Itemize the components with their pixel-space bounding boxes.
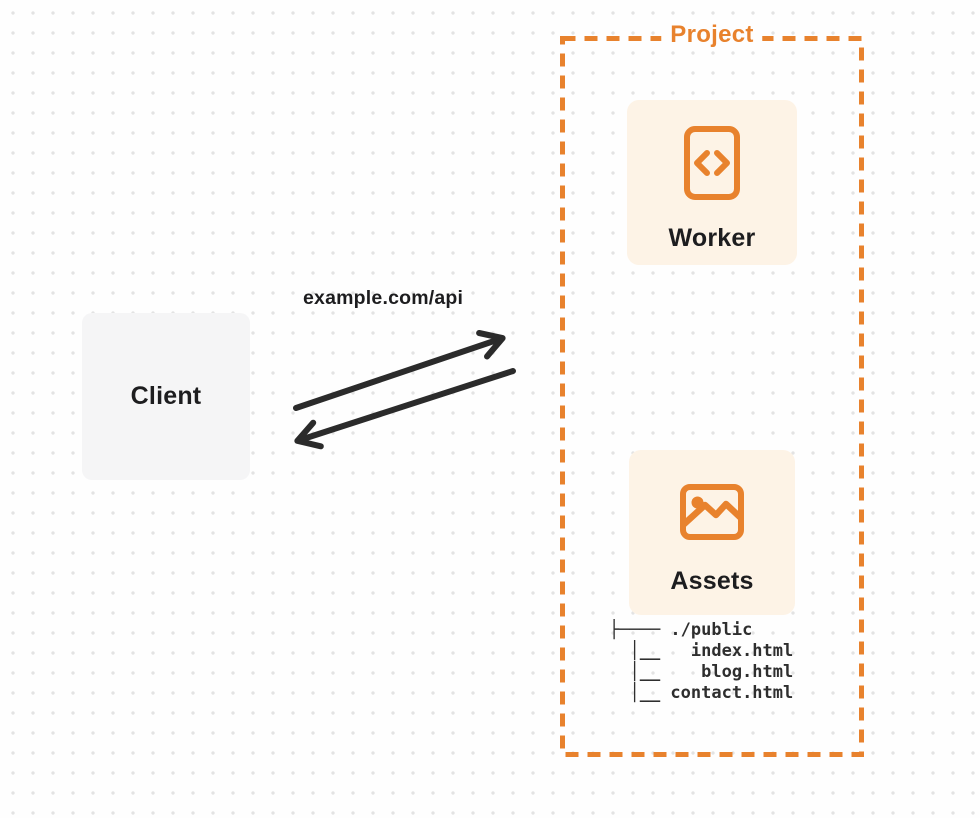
tree-branch-glyph: │__ [609, 662, 671, 682]
tree-file-name: contact.html [670, 683, 794, 703]
tree-row: │__ blog.html [609, 662, 793, 683]
tree-branch-glyph: │__ [609, 683, 671, 703]
client-node: Client [82, 313, 250, 480]
tree-branch-glyph: │__ [609, 641, 671, 661]
worker-card: Worker [627, 100, 797, 265]
tree-folder-name: ./public [670, 620, 753, 640]
request-arrow [293, 329, 506, 411]
code-file-icon [684, 126, 740, 200]
assets-card: Assets [629, 450, 795, 615]
worker-label: Worker [668, 224, 756, 252]
image-icon [680, 484, 744, 540]
response-arrow [294, 368, 516, 450]
project-container: Project Worker Assets [560, 21, 864, 757]
project-border [560, 36, 864, 757]
tree-file-name: index.html [690, 641, 794, 661]
tree-branch-glyph: ├──── [609, 620, 671, 640]
request-url-label: example.com/api [303, 287, 464, 309]
assets-label: Assets [670, 567, 754, 595]
client-label: Client [130, 382, 202, 410]
tree-file-name: blog.html [701, 662, 794, 682]
tree-row: │__ contact.html [609, 683, 793, 704]
tree-row-root: ├──── ./public [609, 620, 793, 641]
file-tree: ├──── ./public │__ index.html │__ blog.h… [609, 620, 793, 704]
tree-row: │__ index.html [609, 641, 793, 662]
project-label: Project [661, 21, 763, 49]
